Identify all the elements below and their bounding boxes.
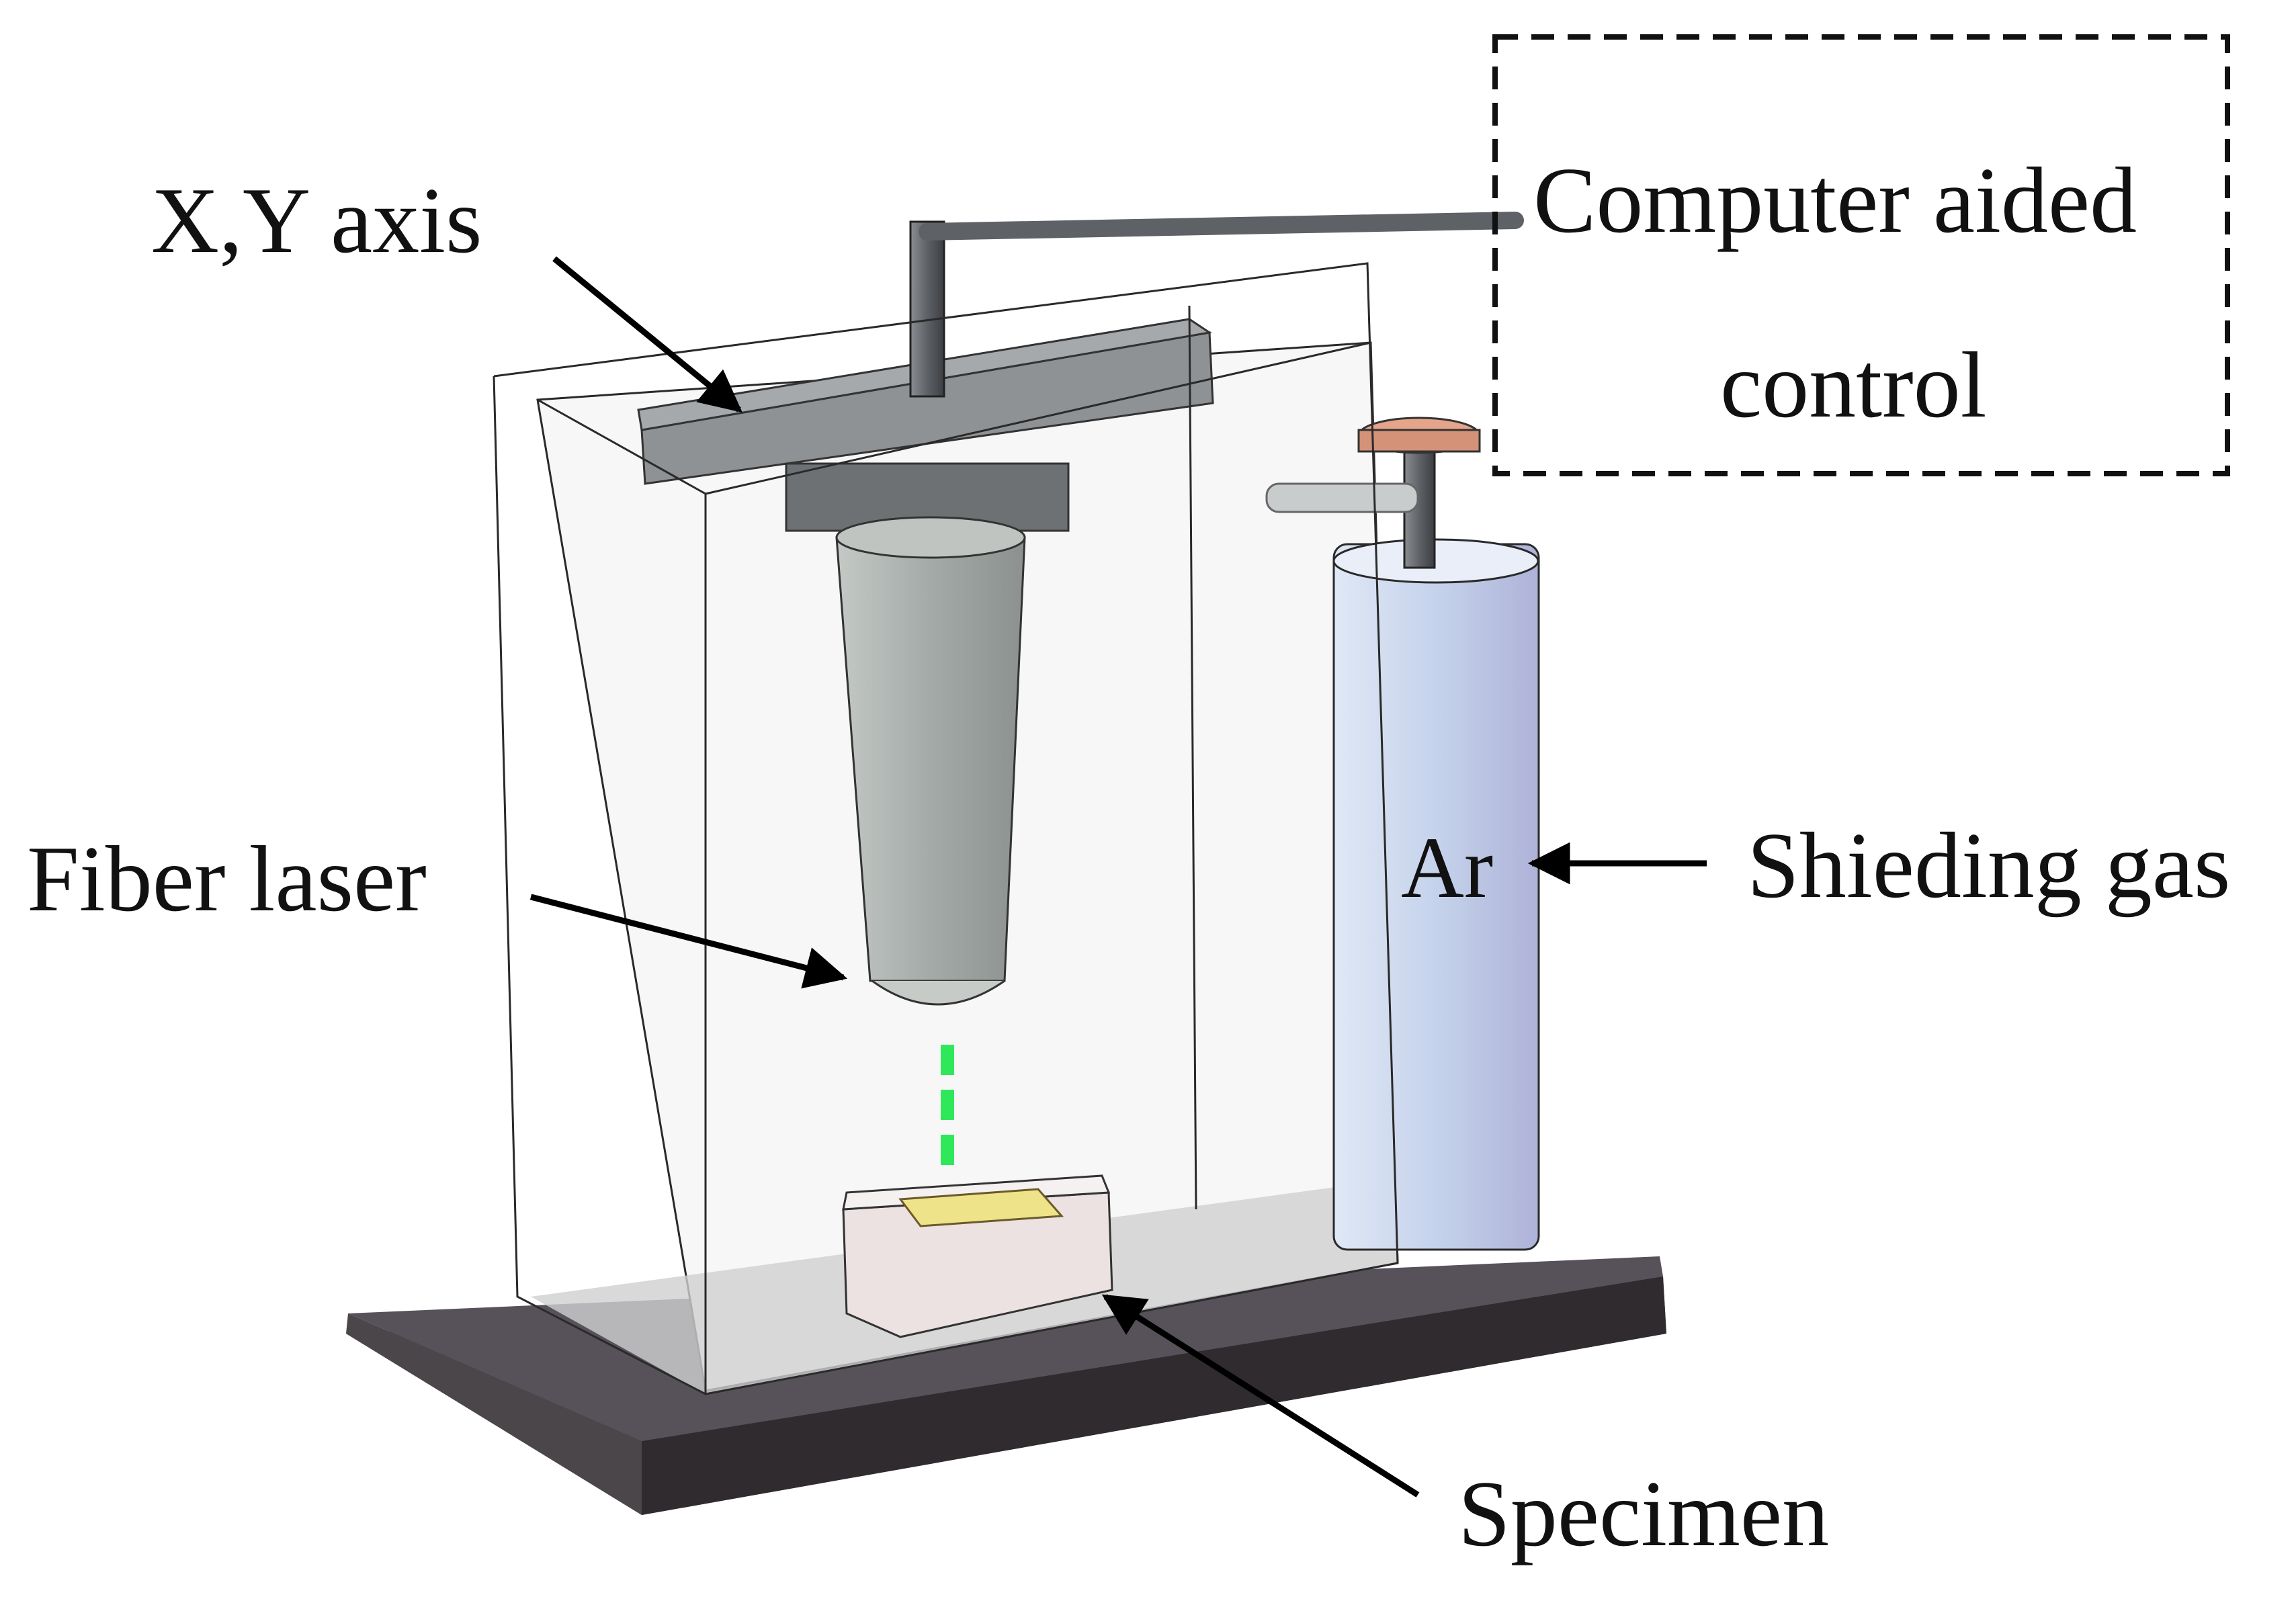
label-shielding-gas: Shieding gas (1747, 814, 2230, 918)
label-xy-axis: X,Y axis (151, 169, 482, 273)
gas-cylinder (1265, 417, 1540, 1251)
pointer-arrows (529, 256, 1707, 1498)
enclosure-top-edge (705, 341, 1371, 495)
label-gas-symbol: Ar (1401, 820, 1493, 916)
laser-nozzle-icon (871, 980, 1005, 1006)
cylinder-top (1332, 538, 1539, 584)
laser-head (835, 516, 1026, 1176)
base-plate-front-left (346, 1313, 642, 1515)
enclosure-front (493, 262, 1399, 1395)
specimen-assembly (842, 1174, 1113, 1338)
enclosure-outer-frame (493, 262, 1399, 1395)
valve-cap-side (1357, 429, 1481, 453)
arrow-specimen-icon (1101, 1294, 1420, 1498)
gas-feed-pipe (1265, 482, 1419, 513)
gantry (637, 212, 1524, 532)
specimen-insert (898, 1188, 1064, 1227)
label-fiber-laser: Fiber laser (27, 827, 427, 931)
laser-head-top (835, 516, 1026, 559)
control-cable (919, 212, 1524, 241)
label-computer-control-line1: Computer aided (1533, 148, 2137, 253)
control-post (909, 220, 945, 398)
arrow-xy-axis-icon (552, 256, 742, 413)
laser-head-body (835, 536, 1026, 982)
arrow-fiber-laser-icon (529, 894, 848, 989)
label-specimen: Specimen (1458, 1462, 1829, 1566)
enclosure-inner-edge (1188, 305, 1197, 1210)
label-computer-control-line2: control (1720, 333, 1987, 437)
base-plate-front-right (642, 1276, 1666, 1515)
computer-control-box (1492, 34, 2230, 476)
